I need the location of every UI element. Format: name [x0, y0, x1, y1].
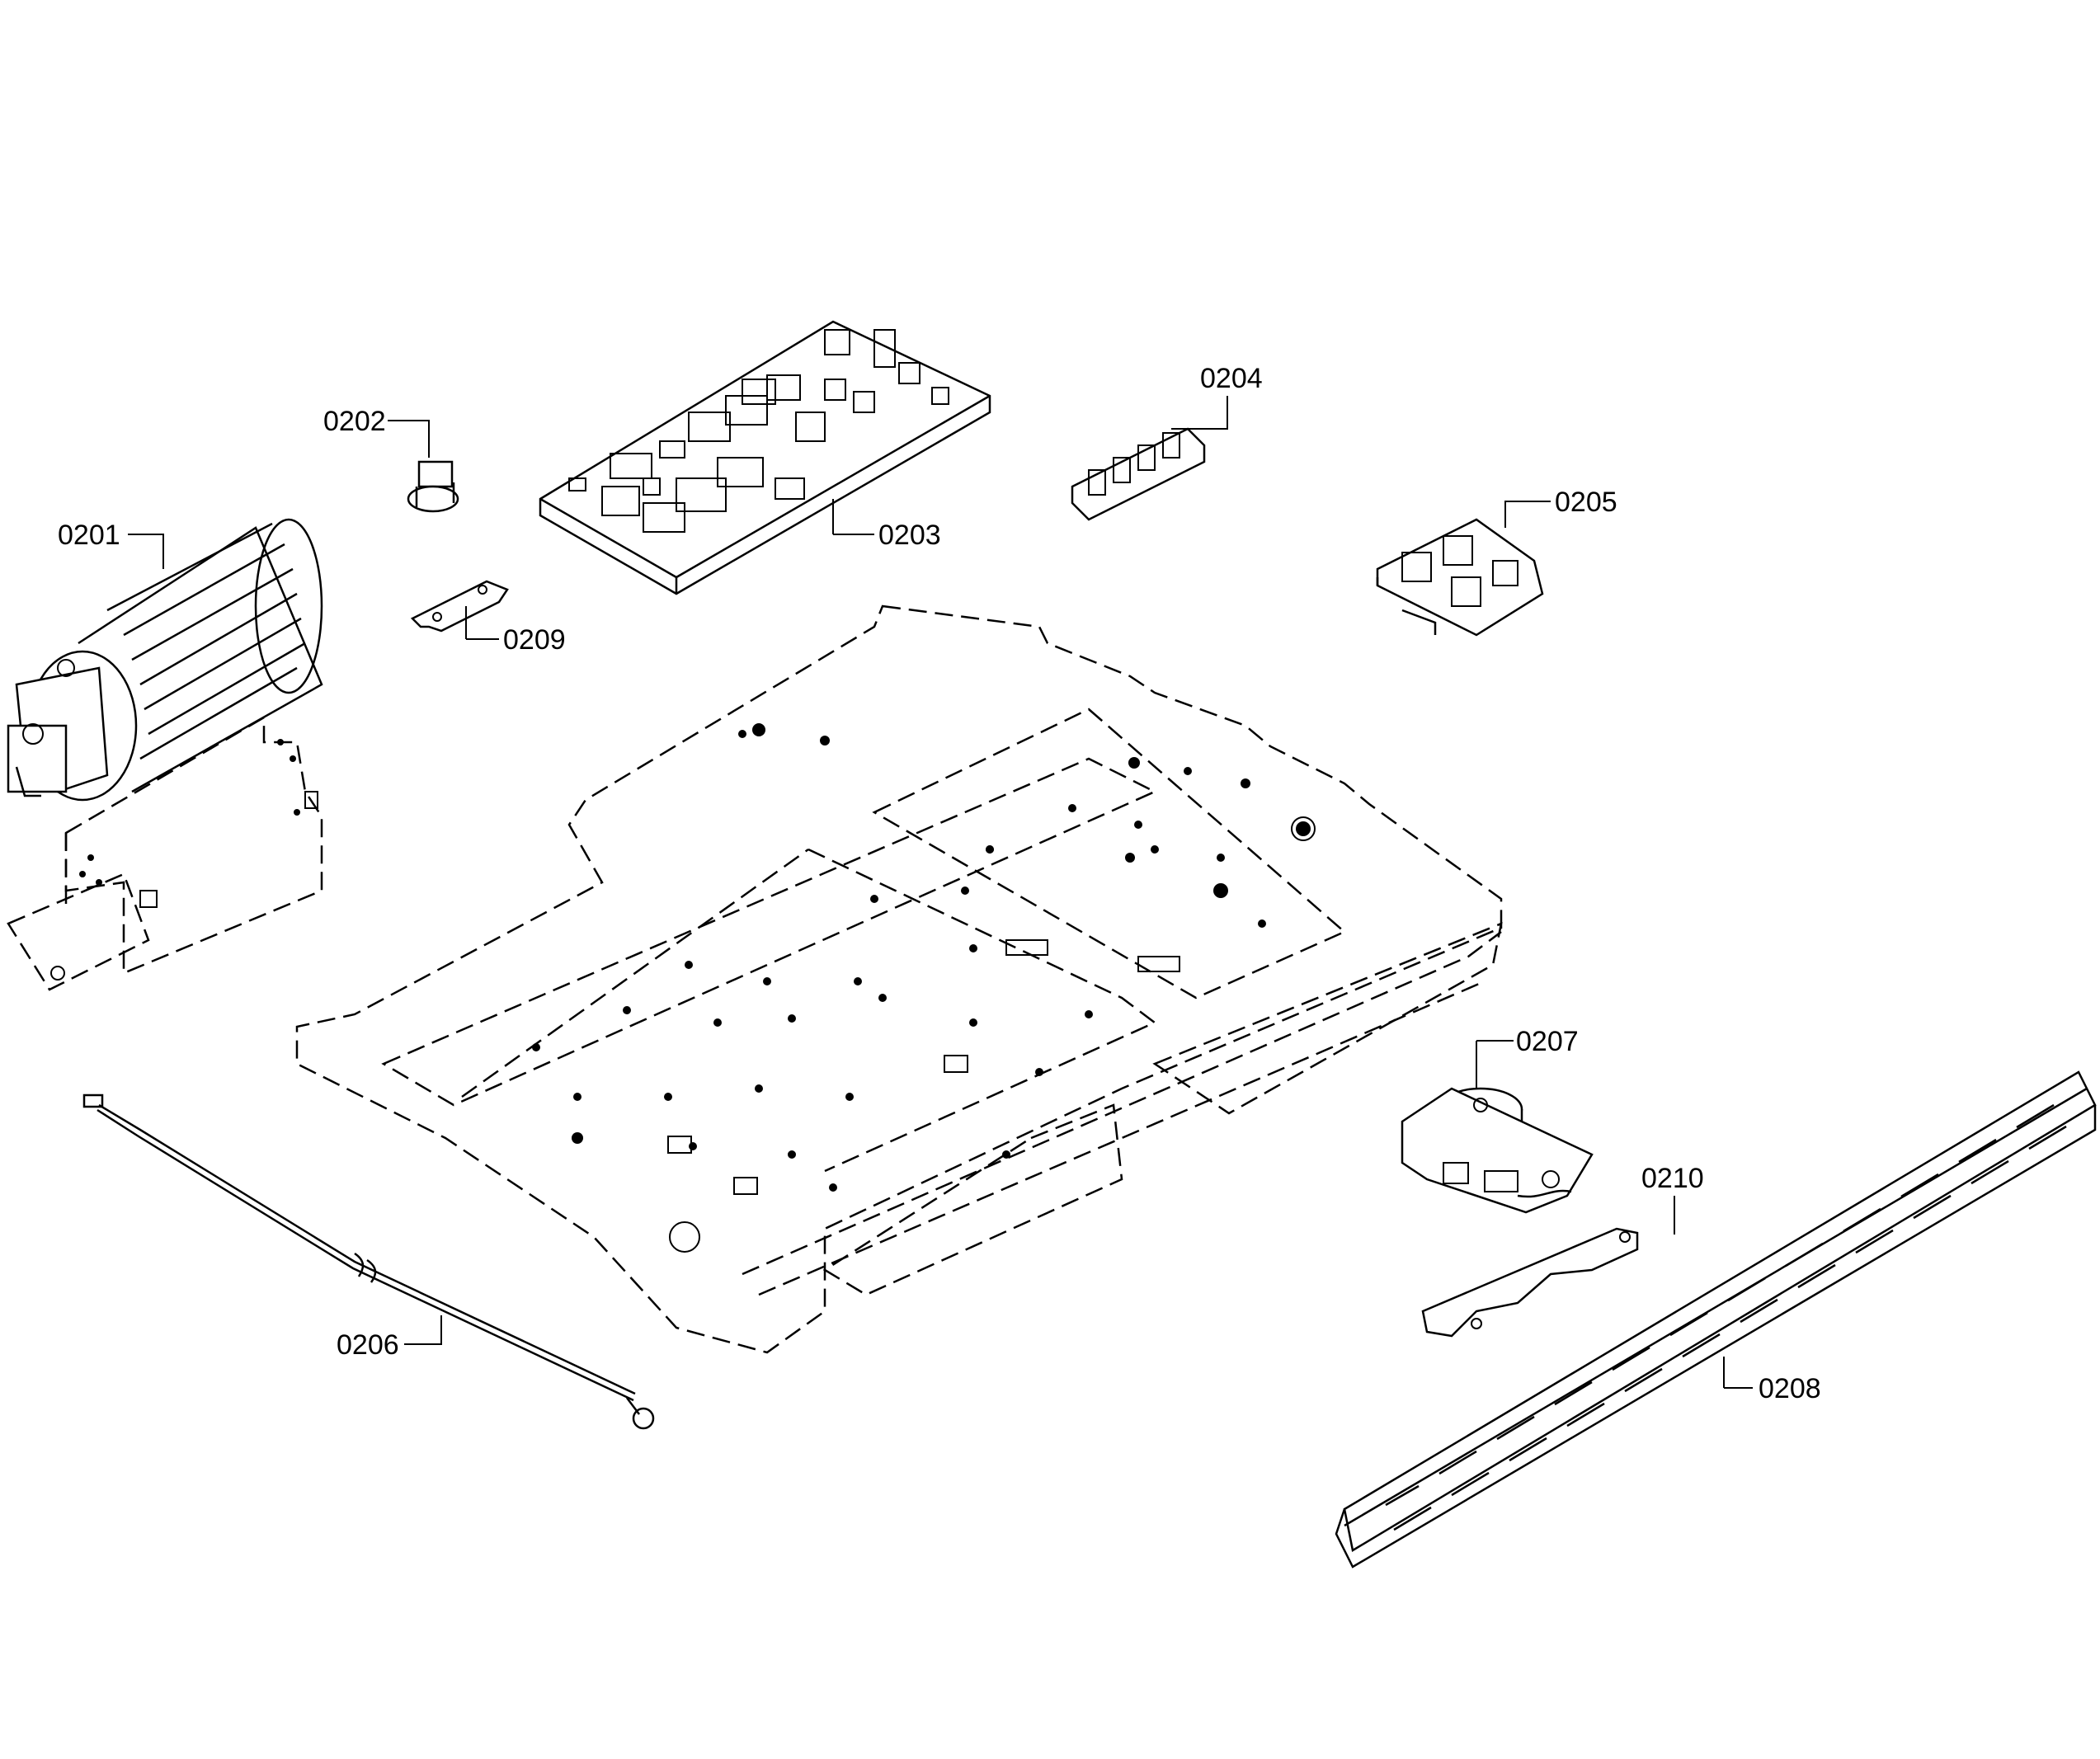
callout-0203: 0203	[878, 520, 941, 551]
fan-bracket	[7, 715, 323, 991]
retainer-part	[1071, 427, 1206, 521]
leader-lines	[128, 396, 1753, 1389]
latch-bracket-part	[1421, 1227, 1639, 1338]
thermostat-part	[407, 460, 459, 513]
callout-0205: 0205	[1555, 487, 1617, 518]
callout-0202: 0202	[323, 406, 386, 437]
box-bracket-part	[1376, 518, 1544, 637]
fan-motor-part	[7, 518, 323, 802]
small-bracket-part	[410, 580, 509, 633]
control-board-part	[539, 320, 991, 595]
callout-0207: 0207	[1516, 1026, 1579, 1057]
callout-0204: 0204	[1200, 363, 1263, 394]
door-lock-motor-part	[1401, 1087, 1594, 1214]
callout-0201: 0201	[58, 520, 120, 551]
callout-0209: 0209	[503, 624, 566, 656]
callout-0206: 0206	[337, 1329, 399, 1361]
wire-harness-part	[82, 1093, 655, 1430]
callout-0210: 0210	[1641, 1163, 1704, 1194]
callout-0208: 0208	[1759, 1373, 1821, 1404]
rail-slots	[1385, 1103, 2067, 1531]
callout-labels: 0201 0202 0203 0204 0205 0206 0207 0208 …	[58, 363, 1821, 1404]
front-rail-part	[1335, 1070, 2097, 1569]
base-plate	[295, 604, 1503, 1354]
